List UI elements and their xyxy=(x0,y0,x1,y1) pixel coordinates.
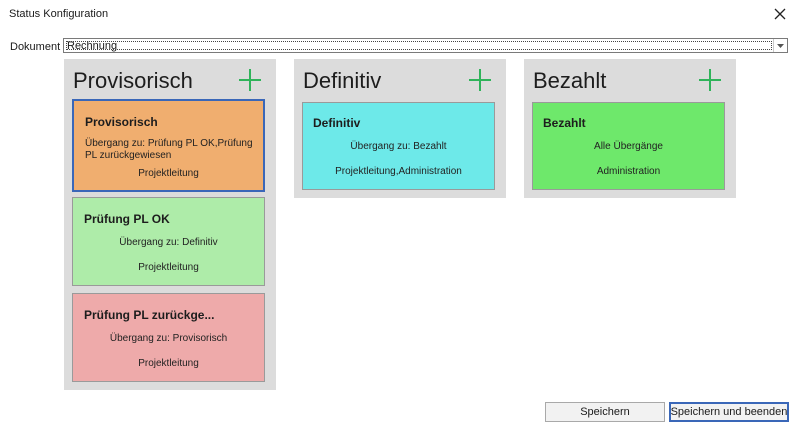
column-title: Provisorisch xyxy=(73,68,193,93)
card-transition: Alle Übergänge xyxy=(594,141,663,152)
add-status-button[interactable] xyxy=(697,67,723,93)
card-name: Prüfung PL OK xyxy=(84,212,170,226)
status-column-definitiv: Definitiv Definitiv Übergang zu: Bezahlt… xyxy=(294,59,506,198)
card-name: Definitiv xyxy=(313,116,361,130)
card-role: Projektleitung,Administration xyxy=(335,166,462,177)
card-role: Administration xyxy=(596,166,661,177)
close-icon xyxy=(774,8,786,20)
card-name: Provisorisch xyxy=(85,115,158,129)
plus-icon xyxy=(699,69,721,91)
card-transition: Übergang zu: Definitiv xyxy=(119,237,218,248)
plus-icon xyxy=(239,69,261,91)
close-button[interactable] xyxy=(769,4,791,24)
column-title: Definitiv xyxy=(303,68,382,93)
card-name: Bezahlt xyxy=(543,116,586,130)
focus-rect xyxy=(66,41,772,50)
plus-icon xyxy=(469,69,491,91)
document-label: Dokument xyxy=(10,41,61,53)
status-card-bezahlt[interactable]: Bezahlt Alle Übergänge Administration xyxy=(532,102,725,190)
status-column-provisorisch: Provisorisch Provisorisch Übergang zu: P… xyxy=(64,59,276,390)
add-status-button[interactable] xyxy=(467,67,493,93)
status-card-provisorisch[interactable]: Provisorisch Übergang zu: Prüfung PL OK,… xyxy=(72,99,265,192)
chevron-down-icon xyxy=(777,43,784,48)
status-card-pruefung-pl-ok[interactable]: Prüfung PL OK Übergang zu: Definitiv Pro… xyxy=(72,197,265,286)
card-role: Projektleitung xyxy=(138,358,199,369)
document-dropdown-button[interactable] xyxy=(773,39,787,52)
window-title: Status Konfiguration xyxy=(9,8,109,20)
save-button[interactable]: Speichern xyxy=(545,402,665,422)
card-role: Projektleitung xyxy=(138,168,199,179)
status-card-pruefung-pl-zurueckgewiesen[interactable]: Prüfung PL zurückge... Übergang zu: Prov… xyxy=(72,293,265,382)
document-select[interactable]: Rechnung xyxy=(63,38,788,53)
card-role: Projektleitung xyxy=(138,262,199,273)
document-select-value: Rechnung xyxy=(67,40,118,52)
column-title: Bezahlt xyxy=(533,68,607,93)
card-transition: Übergang zu: Prüfung PL OK,Prüfung PL zu… xyxy=(85,138,253,161)
title-bar: Status Konfiguration xyxy=(0,0,799,30)
card-transition: Übergang zu: Provisorisch xyxy=(109,333,228,344)
status-card-definitiv[interactable]: Definitiv Übergang zu: Bezahlt Projektle… xyxy=(302,102,495,190)
status-column-bezahlt: Bezahlt Bezahlt Alle Übergänge Administr… xyxy=(524,59,736,198)
add-status-button[interactable] xyxy=(237,67,263,93)
save-and-close-button[interactable]: Speichern und beenden xyxy=(669,402,789,422)
card-transition: Übergang zu: Bezahlt xyxy=(350,141,447,152)
card-name: Prüfung PL zurückge... xyxy=(84,308,215,322)
